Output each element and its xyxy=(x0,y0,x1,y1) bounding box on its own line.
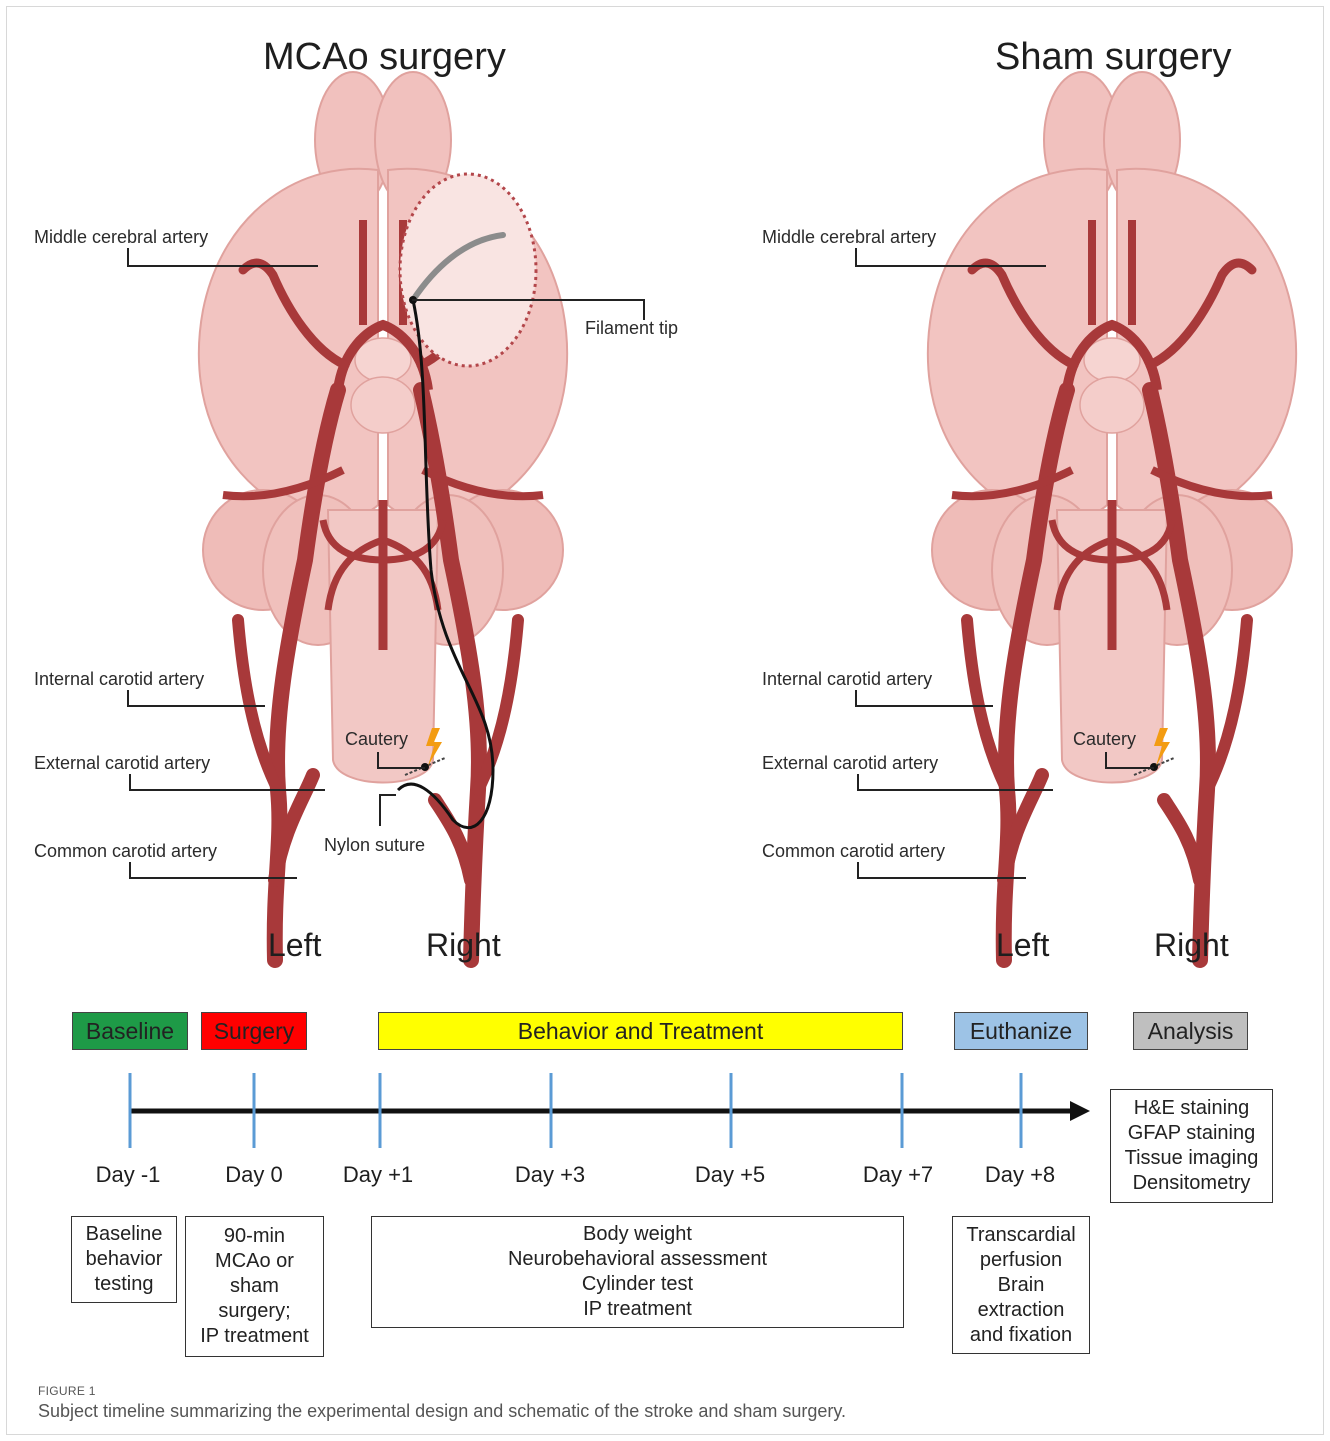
day-label: Day +3 xyxy=(490,1162,610,1188)
box-line: H&E staining xyxy=(1111,1096,1272,1121)
phase-surgery: Surgery xyxy=(201,1012,307,1050)
phase-behavior-treatment: Behavior and Treatment xyxy=(378,1012,903,1050)
box-line: IP treatment xyxy=(186,1324,323,1349)
sham-title: Sham surgery xyxy=(995,36,1232,79)
box-line: Densitometry xyxy=(1111,1171,1272,1196)
box-line: Tissue imaging xyxy=(1111,1146,1272,1171)
label-common-carotid-artery: Common carotid artery xyxy=(762,841,945,862)
sham-brain xyxy=(928,72,1296,960)
day-label: Day +8 xyxy=(960,1162,1080,1188)
mcao-title: MCAo surgery xyxy=(263,36,506,79)
day-label: Day 0 xyxy=(194,1162,314,1188)
box-line: perfusion xyxy=(953,1248,1089,1273)
label-filament-tip: Filament tip xyxy=(585,318,678,339)
behavior-box: Body weight Neurobehavioral assessment C… xyxy=(371,1216,904,1328)
label-external-carotid-artery: External carotid artery xyxy=(762,753,938,774)
box-line: testing xyxy=(72,1272,176,1297)
baseline-box: Baseline behavior testing xyxy=(71,1216,177,1303)
box-line: Neurobehavioral assessment xyxy=(372,1247,903,1272)
figure-caption: Subject timeline summarizing the experim… xyxy=(38,1401,846,1422)
label-cautery: Cautery xyxy=(345,729,408,750)
box-line: Baseline xyxy=(72,1222,176,1247)
label-left: Left xyxy=(268,927,321,964)
day-label: Day +1 xyxy=(318,1162,438,1188)
box-line: IP treatment xyxy=(372,1297,903,1322)
label-right: Right xyxy=(426,927,501,964)
box-line: behavior xyxy=(72,1247,176,1272)
box-line: MCAo or xyxy=(186,1249,323,1274)
label-nylon-suture: Nylon suture xyxy=(324,835,425,856)
label-common-carotid-artery: Common carotid artery xyxy=(34,841,217,862)
day-label: Day +7 xyxy=(838,1162,958,1188)
figure-label: FIGURE 1 xyxy=(38,1384,96,1398)
box-line: 90-min xyxy=(186,1224,323,1249)
box-line: sham xyxy=(186,1274,323,1299)
box-line: surgery; xyxy=(186,1299,323,1324)
label-left: Left xyxy=(996,927,1049,964)
label-cautery: Cautery xyxy=(1073,729,1136,750)
surgery-box: 90-min MCAo or sham surgery; IP treatmen… xyxy=(185,1216,324,1357)
euthanize-box: Transcardial perfusion Brain extraction … xyxy=(952,1216,1090,1354)
label-internal-carotid-artery: Internal carotid artery xyxy=(34,669,204,690)
box-line: Brain xyxy=(953,1273,1089,1298)
phase-analysis: Analysis xyxy=(1133,1012,1248,1050)
box-line: GFAP staining xyxy=(1111,1121,1272,1146)
box-line: Body weight xyxy=(372,1222,903,1247)
label-external-carotid-artery: External carotid artery xyxy=(34,753,210,774)
phase-baseline: Baseline xyxy=(72,1012,188,1050)
box-line: Cylinder test xyxy=(372,1272,903,1297)
label-right: Right xyxy=(1154,927,1229,964)
box-line: and fixation xyxy=(953,1323,1089,1348)
label-middle-cerebral-artery: Middle cerebral artery xyxy=(34,227,208,248)
label-middle-cerebral-artery: Middle cerebral artery xyxy=(762,227,936,248)
analysis-box: H&E staining GFAP staining Tissue imagin… xyxy=(1110,1089,1273,1203)
mcao-brain xyxy=(199,72,567,960)
day-label: Day +5 xyxy=(670,1162,790,1188)
day-label: Day -1 xyxy=(68,1162,188,1188)
box-line: extraction xyxy=(953,1298,1089,1323)
box-line: Transcardial xyxy=(953,1223,1089,1248)
label-internal-carotid-artery: Internal carotid artery xyxy=(762,669,932,690)
phase-euthanize: Euthanize xyxy=(954,1012,1088,1050)
